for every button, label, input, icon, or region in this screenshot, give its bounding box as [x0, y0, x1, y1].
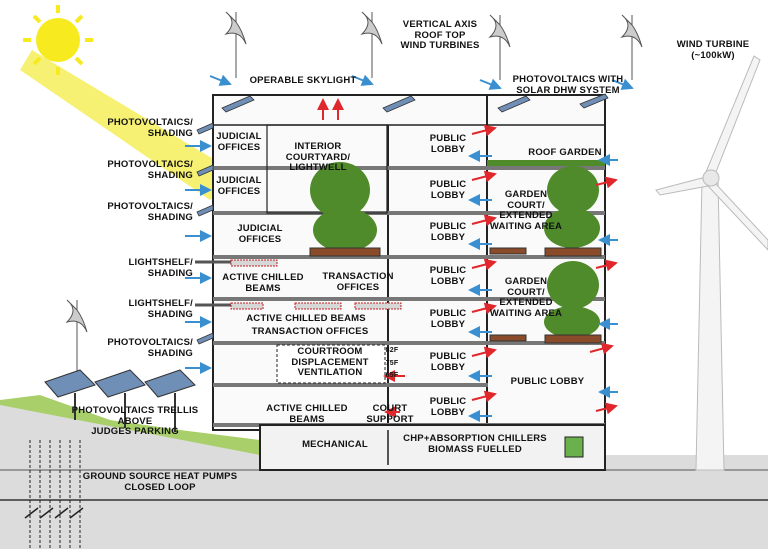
- label-pv-shading-2: PHOTOVOLTAICS/ SHADING: [107, 159, 193, 181]
- label-judicial-offices-3: JUDICIAL OFFICES: [237, 223, 283, 245]
- label-transaction-offices-1: TRANSACTION OFFICES: [322, 271, 394, 293]
- label-roof-garden: ROOF GARDEN: [528, 147, 602, 158]
- label-public-lobby-4: PUBLIC LOBBY: [429, 265, 467, 287]
- label-active-chilled-beams-3: ACTIVE CHILLED BEAMS: [266, 403, 348, 425]
- vertical-axis-turbine-icon: [65, 11, 643, 372]
- label-active-chilled-beams-2: ACTIVE CHILLED BEAMS: [246, 313, 366, 324]
- hot-air-arrows: [317, 98, 618, 418]
- sun-icon: [20, 5, 240, 200]
- label-judicial-offices-2: JUDICIAL OFFICES: [216, 175, 262, 197]
- pv-trellis-icon: [44, 369, 196, 432]
- ground: [0, 395, 768, 549]
- label-public-lobby-3: PUBLIC LOBBY: [429, 221, 467, 243]
- label-temp-65: 65F: [385, 372, 399, 379]
- label-operable-skylight: OPERABLE SKYLIGHT: [249, 75, 357, 86]
- roof-solar-panels: [221, 93, 609, 113]
- label-courtroom: COURTROOM DISPLACEMENT VENTILATION: [291, 346, 369, 378]
- basement: [259, 424, 606, 471]
- label-public-lobby-5: PUBLIC LOBBY: [429, 308, 467, 330]
- label-lightshelf-1: LIGHTSHELF/ SHADING: [128, 257, 193, 279]
- label-transaction-offices-2: TRANSACTION OFFICES: [251, 326, 369, 337]
- ground-source-pipes: [29, 440, 81, 549]
- label-judicial-offices-1: JUDICIAL OFFICES: [216, 131, 262, 153]
- courtroom-box: [276, 344, 386, 384]
- label-pv-shading-3: PHOTOVOLTAICS/ SHADING: [107, 201, 193, 223]
- label-garden-court-1: GARDEN COURT/ EXTENDED WAITING AREA: [489, 189, 563, 232]
- label-public-lobby-6: PUBLIC LOBBY: [429, 351, 467, 373]
- label-public-lobby-7: PUBLIC LOBBY: [429, 396, 467, 418]
- label-pv-trellis: PHOTOVOLTAICS TRELLIS ABOVE JUDGES PARKI…: [71, 405, 199, 437]
- label-public-lobby-large: PUBLIC LOBBY: [510, 376, 585, 387]
- label-active-chilled-beams-1: ACTIVE CHILLED BEAMS: [222, 272, 304, 294]
- label-temp-75: 75F: [385, 360, 399, 367]
- label-vertical-axis-turbines: VERTICAL AXIS ROOF TOP WIND TURBINES: [400, 19, 480, 51]
- label-public-lobby-1: PUBLIC LOBBY: [429, 133, 467, 155]
- label-public-lobby-2: PUBLIC LOBBY: [429, 179, 467, 201]
- label-ground-source: GROUND SOURCE HEAT PUMPS CLOSED LOOP: [82, 471, 238, 493]
- wind-turbine-icon: [655, 55, 768, 471]
- label-garden-court-2: GARDEN COURT/ EXTENDED WAITING AREA: [489, 276, 563, 319]
- label-mechanical: MECHANICAL: [302, 439, 368, 450]
- label-pv-shading-1: PHOTOVOLTAICS/ SHADING: [107, 117, 193, 139]
- label-temp-82: 82F: [385, 347, 399, 354]
- label-interior-courtyard: INTERIOR COURTYARD/ LIGHTWELL: [285, 141, 351, 173]
- bamboo-plants: [309, 160, 605, 344]
- label-chp: CHP+ABSORPTION CHILLERS BIOMASS FUELLED: [403, 433, 547, 455]
- label-lightshelf-2: LIGHTSHELF/ SHADING: [128, 298, 193, 320]
- label-pv-shading-4: PHOTOVOLTAICS/ SHADING: [107, 337, 193, 359]
- label-wind-turbine: WIND TURBINE (~100kW): [676, 39, 750, 61]
- label-pv-dhw: PHOTOVOLTAICS WITH SOLAR DHW SYSTEM: [512, 74, 624, 96]
- label-court-support: COURT SUPPORT: [366, 403, 414, 425]
- cool-air-arrows: [185, 74, 634, 422]
